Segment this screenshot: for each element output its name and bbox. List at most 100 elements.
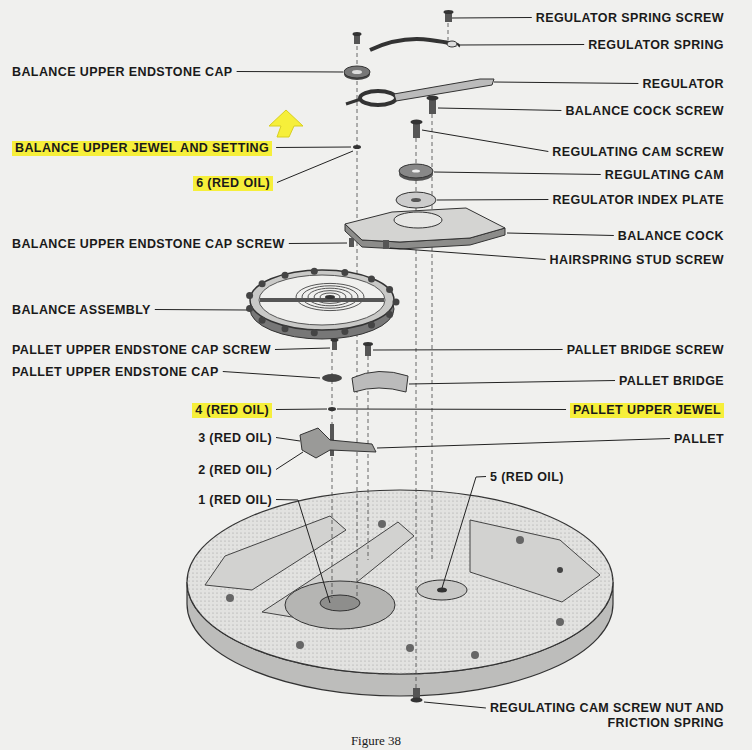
balance-assembly	[259, 317, 266, 324]
movement-plate	[437, 588, 447, 593]
balance-assembly	[320, 293, 340, 301]
part-label: PALLET	[674, 432, 724, 447]
pallet	[300, 428, 376, 458]
nut-and-friction-spring	[411, 698, 423, 703]
balance-upper-endstone-cap	[344, 66, 370, 80]
regulator-spring	[370, 39, 458, 50]
balance-cock-screw	[427, 96, 439, 115]
regulator-spring	[447, 41, 457, 47]
pallet	[300, 424, 376, 458]
part-label: BALANCE COCK SCREW	[565, 104, 724, 119]
part-label: REGULATOR	[642, 77, 724, 92]
figure-caption: Figure 38	[0, 733, 752, 748]
regulator-spring-screw	[444, 10, 454, 22]
regulator-index-plate	[396, 192, 436, 208]
part-label: BALANCE UPPER ENDSTONE CAP	[12, 65, 233, 80]
regulator	[346, 99, 361, 104]
nut-and-friction-spring	[411, 688, 423, 703]
movement-plate	[406, 644, 414, 652]
movement-plate	[187, 490, 613, 674]
pallet-bridge	[352, 371, 408, 392]
regulating-cam	[412, 169, 420, 172]
pallet-bridge-screw	[363, 342, 373, 346]
pallet-endstone-cap-screw	[331, 338, 339, 350]
part-label: REGULATOR SPRING	[588, 38, 724, 53]
pallet-bridge	[352, 371, 408, 392]
balance-assembly	[368, 322, 375, 329]
movement-plate	[470, 520, 600, 602]
part-label: PALLET UPPER ENDSTONE CAP SCREW	[12, 343, 271, 358]
pallet-bridge-screw	[363, 342, 373, 356]
balance-cock	[383, 240, 389, 249]
leader-line	[442, 477, 486, 589]
leader-line	[437, 199, 548, 201]
balance-upper-jewel	[353, 145, 361, 149]
movement-plate	[226, 594, 234, 602]
leader-line	[373, 349, 563, 351]
leader-line	[223, 372, 320, 379]
regulator	[360, 91, 396, 105]
pallet-upper-jewel	[328, 407, 336, 411]
movement-plate	[471, 651, 479, 659]
callout-number: 4 (RED OIL)	[192, 403, 272, 418]
pallet-upper-endstone-cap	[322, 374, 342, 382]
movement-plate	[187, 490, 613, 696]
leader-line	[434, 172, 601, 175]
leader-line	[452, 17, 532, 19]
balance-assembly	[296, 283, 364, 310]
leader-line	[390, 248, 546, 260]
balance-cock-screw	[427, 96, 439, 101]
regulator	[394, 79, 494, 101]
callout-number: 5 (RED OIL)	[490, 470, 564, 485]
movement-plate	[285, 581, 395, 629]
movement-plate	[417, 580, 467, 600]
balance-cock	[345, 208, 505, 242]
center-line	[332, 23, 448, 688]
highlight-arrow	[269, 110, 303, 137]
leader-line	[438, 108, 561, 111]
part-label: REGULATING CAM SCREW NUT AND FRICTION SP…	[440, 701, 724, 731]
regulator-spring	[370, 39, 458, 50]
balance-assembly	[246, 292, 253, 299]
leader-line	[424, 702, 486, 708]
balance-cock	[345, 208, 505, 249]
center-line	[432, 114, 433, 560]
pallet-upper-jewel	[328, 407, 336, 411]
part-label: PALLET UPPER JEWEL	[570, 403, 724, 418]
balance-assembly	[341, 269, 348, 276]
leader-line	[237, 71, 343, 73]
balance-assembly	[308, 288, 352, 306]
part-label: BALANCE COCK	[618, 229, 724, 244]
balance-assembly	[368, 276, 375, 283]
balance-cock	[394, 212, 442, 228]
leader-line	[507, 233, 614, 236]
regulating-cam-screw	[411, 120, 423, 139]
movement-plate	[557, 567, 563, 573]
balance-assembly	[282, 325, 289, 332]
part-label: BALANCE UPPER JEWEL AND SETTING	[12, 141, 272, 156]
leader-line	[337, 409, 566, 411]
regulating-cam	[399, 164, 433, 181]
movement-plate	[556, 618, 564, 626]
part-label: REGULATOR SPRING SCREW	[536, 11, 724, 26]
leader-line	[276, 147, 351, 149]
part-label: PALLET UPPER ENDSTONE CAP	[12, 365, 219, 380]
balance-assembly	[311, 329, 318, 336]
endstone-cap-top-screw	[353, 32, 362, 36]
balance-assembly	[386, 286, 393, 293]
part-label: BALANCE UPPER ENDSTONE CAP SCREW	[12, 237, 285, 252]
balance-upper-endstone-cap	[352, 70, 362, 74]
balance-upper-jewel	[353, 145, 361, 149]
leader-line	[289, 243, 347, 245]
pallet-upper-endstone-cap	[322, 374, 342, 382]
part-label: PALLET BRIDGE	[619, 374, 724, 389]
leader-line	[377, 439, 670, 449]
movement-plate	[378, 520, 386, 528]
part-label: REGULATOR INDEX PLATE	[552, 193, 724, 208]
movement-plate	[187, 490, 613, 674]
balance-assembly	[341, 328, 348, 335]
regulator-spring-screw	[444, 10, 454, 14]
leader-line	[409, 381, 615, 385]
